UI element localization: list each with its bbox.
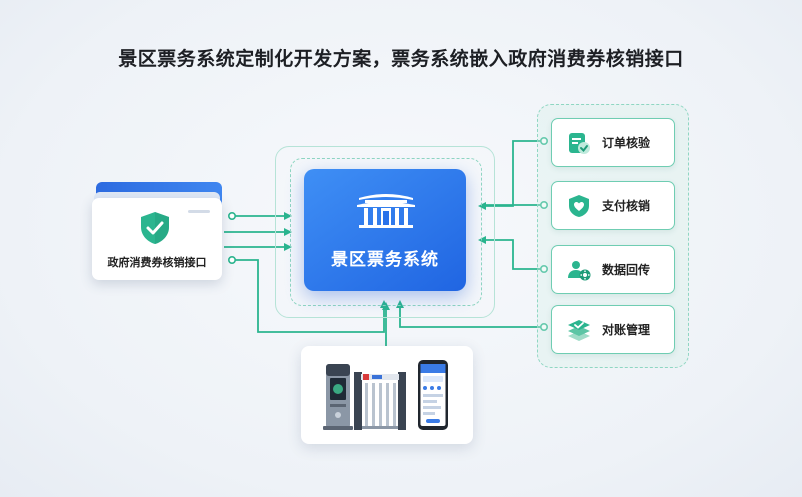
hardware-card[interactable] <box>301 346 473 444</box>
func-card-reconciliation[interactable]: 对账管理 <box>551 305 675 354</box>
gov-interface-card[interactable]: 政府消费券核销接口 <box>92 182 222 280</box>
func-label: 对账管理 <box>602 323 651 337</box>
heart-shield-icon <box>569 195 589 217</box>
shield-check-icon <box>141 212 169 244</box>
func-label: 数据回传 <box>602 263 651 277</box>
turnstile-gate-icon <box>354 372 406 430</box>
system-label: 景区票务系统 <box>331 250 439 270</box>
ticketing-system-block[interactable]: 景区票务系统 <box>304 169 466 291</box>
pagoda-icon <box>357 194 415 228</box>
ticket-kiosk-icon <box>323 364 353 430</box>
func-card-payment-verify[interactable]: 支付核销 <box>551 181 675 230</box>
func-card-order-verify[interactable]: 订单核验 <box>551 118 675 167</box>
func-card-data-return[interactable]: 数据回传 <box>551 245 675 294</box>
stacked-layers-check-icon <box>568 320 590 341</box>
system-outer-frame <box>275 146 495 318</box>
func-label: 订单核验 <box>602 136 651 150</box>
card-front: 政府消费券核销接口 <box>92 198 222 280</box>
gov-interface-label: 政府消费券核销接口 <box>107 256 207 269</box>
smartphone-app-icon <box>418 360 448 430</box>
gear-users-icon <box>568 261 591 281</box>
card-decor-line <box>188 210 210 213</box>
func-label: 支付核销 <box>602 199 651 213</box>
document-check-icon <box>569 133 590 154</box>
page-title: 景区票务系统定制化开发方案，票务系统嵌入政府消费券核销接口 <box>118 48 684 70</box>
system-dashed-frame <box>290 158 482 306</box>
